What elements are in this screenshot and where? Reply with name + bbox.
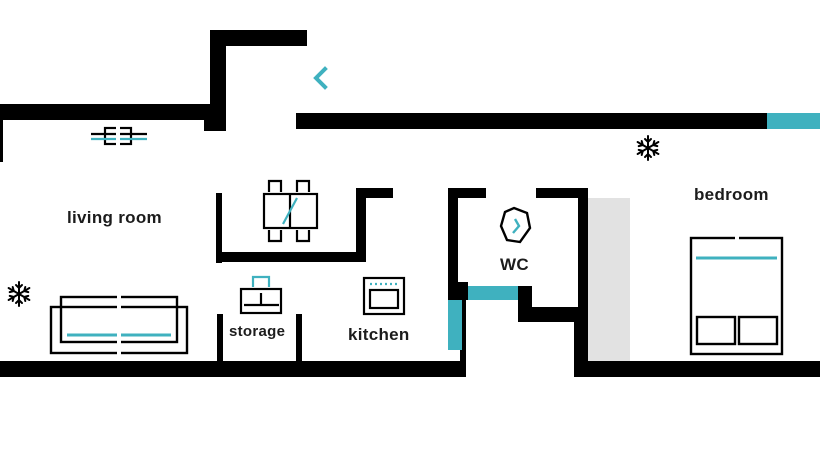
room-label-kitchen: kitchen [348,325,410,344]
wall-bottom-right [576,361,820,377]
wall-wc-top-left [448,188,486,198]
stove-icon [362,276,406,316]
window-icon [91,125,147,147]
room-label-bedroom: bedroom [694,185,769,204]
wall-wc-lower [520,307,588,322]
wall-dining-left [216,193,222,263]
snowflake-icon [636,135,660,161]
window-bedroom-top [767,113,820,129]
bedroom-closet [588,198,630,361]
dining-table-icon [262,179,319,243]
room-label-living-room: living room [67,208,162,227]
wall-living-left [0,104,3,162]
wall-corridor-left [460,300,466,377]
door-wc-accent [468,286,518,300]
wall-entrance-top [210,30,307,46]
room-label-wc: WC [500,255,529,274]
room-label-storage: storage [229,323,286,340]
wall-dining-top-right [356,188,393,198]
wall-storage-left [217,314,223,364]
wall-wc-top-right [536,188,588,198]
wall-dining-right [356,188,366,262]
wall-living-notch [204,104,226,131]
wall-top-long [296,113,767,129]
snowflake-icon [7,281,31,307]
door-corridor-accent [448,300,462,350]
wall-wc-left [448,188,458,282]
accents [448,113,820,350]
wall-storage-right [296,314,302,364]
wall-corridor-right [574,307,588,377]
wall-bottom-left [0,361,465,377]
sofa-icon [49,294,189,356]
wall-wc-right [578,188,588,310]
wall-dining-bottom [216,252,366,262]
toilet-icon [499,206,532,244]
wall-wc-bottom-left [448,282,468,300]
wall-living-top [0,104,226,120]
bed-icon [689,235,784,356]
storage-unit-icon [239,275,283,315]
entrance-chevron-icon[interactable] [313,66,328,90]
walls [0,30,820,377]
